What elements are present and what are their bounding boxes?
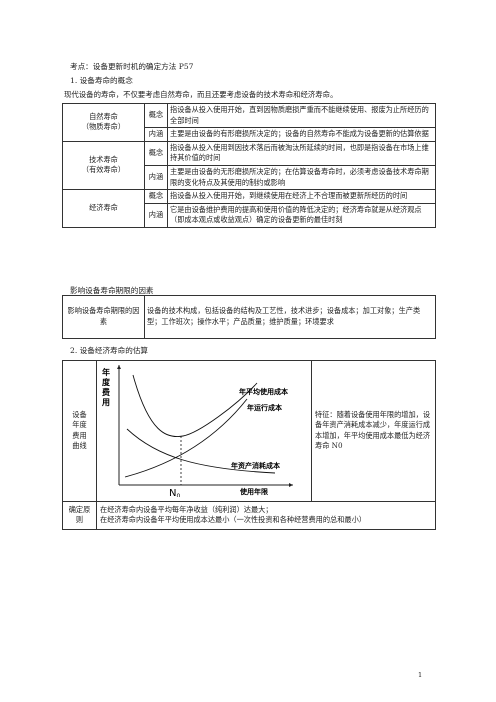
y-axis-label-char: 费: [102, 387, 110, 397]
series-label-run: 年运行成本: [247, 403, 282, 412]
curve-label: 设备年度费用曲线: [62, 360, 97, 502]
series-label-asset: 年资产消耗成本: [231, 461, 280, 470]
concept-label: 概念: [144, 140, 168, 166]
connotation-text: 主要是由设备的无形磨损所决定的；在估算设备寿命时，必须考虑设备技术寿命期限的变化…: [167, 164, 436, 191]
table-row: 设备年度费用曲线 年度费用 年平均使用成本 年运行成本 年资产消耗成本 N0: [62, 360, 436, 502]
running-cost-curve: [124, 398, 248, 478]
section1-text: 现代设备的寿命，不仅要考虑自然寿命，而且还要考虑设备的技术寿命和经济寿命。: [64, 90, 338, 99]
connotation-text: 主要是由设备的有形磨损所决定的；设备的自然寿命不能成为设备更新的估算依据: [167, 127, 436, 142]
features-text: 特征：随着设备使用年限的增加，设备年资产消耗成本减少，年度运行成本增加，年平均使…: [311, 360, 436, 502]
concept-label: 概念: [144, 189, 168, 204]
asset-cost-curve: [126, 428, 276, 474]
factors-heading: 影响设备寿命期限的因素: [70, 286, 154, 295]
annual-cost-chart: 年度费用 年平均使用成本 年运行成本 年资产消耗成本 N0 使用年限: [101, 365, 293, 500]
connotation-text: 它是由设备维护费用的提高和使用价值的降低决定的；经济寿命就是从经济观点（即成本观…: [167, 202, 436, 228]
section2-heading: 2. 设备经济寿命的估算: [70, 346, 149, 355]
table-row: 确定原则 在经济寿命内设备平均每年净收益（纯利润）达最大； 在经济寿命内设备年平…: [62, 500, 436, 530]
connotation-label: 内涵: [144, 202, 168, 228]
page-number: 1: [418, 671, 423, 679]
avg-cost-curve: [132, 374, 258, 438]
chart-cell: 年度费用 年平均使用成本 年运行成本 年资产消耗成本 N0 使用年限: [96, 360, 312, 502]
table-row: 经济寿命 概念 指设备从投入使用开始，到继续使用在经济上不合理而被更新所经历的时…: [62, 189, 436, 228]
connotation-label: 内涵: [144, 127, 168, 142]
concept-text: 指设备从投入使用到因技术落后而被淘汰所延续的时间，也即是指设备在市场上维持其价值…: [167, 140, 436, 166]
principle-label: 确定原则: [62, 500, 97, 530]
estimation-table: 设备年度费用曲线 年度费用 年平均使用成本 年运行成本 年资产消耗成本 N0: [62, 360, 436, 530]
connotation-label: 内涵: [144, 164, 168, 191]
table-row: 影响设备寿命期限的因素 设备的技术构成，包括设备的结构及工艺性，技术进步；设备成…: [62, 295, 436, 339]
topic-line: 考点：设备更新时机的确定方法 P57: [70, 62, 194, 71]
life-concept-table: 自然寿命 （物质寿命） 概念 指设备从投入使用开始，直到因物质磨损严重而不能继续…: [62, 102, 436, 228]
n0-label: N0: [169, 488, 180, 497]
y-axis-label-char: 用: [101, 398, 110, 407]
table-row: 内涵 主要是由设备的无形磨损所决定的；在估算设备寿命时，必须考虑设备技术寿命期限…: [63, 164, 436, 191]
y-axis-label-char: 年: [102, 367, 110, 377]
table-row: 技术寿命 （有效寿命） 概念 指设备从投入使用到因技术落后而被淘汰所延续的时间，…: [62, 140, 436, 191]
principle-text: 在经济寿命内设备平均每年净收益（纯利润）达最大； 在经济寿命内设备年平均使用成本…: [96, 500, 436, 530]
concept-text: 指设备从投入使用开始，到继续使用在经济上不合理而被更新所经历的时间: [167, 189, 436, 204]
table-row: 内涵 它是由设备维护费用的提高和使用价值的降低决定的；经济寿命就是从经济观点（即…: [63, 202, 436, 228]
factors-label: 影响设备寿命期限的因素: [62, 295, 145, 339]
x-axis-arrow: [289, 483, 293, 487]
concept-text: 指设备从投入使用开始，直到因物质磨损严重而不能继续使用、报废为止所经历的全部时间: [167, 102, 436, 129]
section1-heading: 1. 设备寿命的概念: [70, 76, 133, 85]
table-row: 自然寿命 （物质寿命） 概念 指设备从投入使用开始，直到因物质磨损严重而不能继续…: [62, 102, 436, 142]
life-name-economic: 经济寿命: [62, 189, 145, 228]
y-axis-label-char: 度: [102, 377, 111, 387]
y-axis-arrow: [117, 365, 121, 369]
life-name-technical: 技术寿命 （有效寿命）: [62, 140, 145, 191]
x-axis-label: 使用年限: [239, 487, 269, 496]
factors-table: 影响设备寿命期限的因素 设备的技术构成，包括设备的结构及工艺性，技术进步；设备成…: [62, 295, 436, 339]
y-axis-label: 年度费用: [101, 367, 111, 407]
concept-label: 概念: [144, 102, 168, 129]
life-name-natural: 自然寿命 （物质寿命）: [62, 103, 145, 142]
series-label-avg: 年平均使用成本: [239, 387, 288, 396]
factors-text: 设备的技术构成，包括设备的结构及工艺性，技术进步；设备成本；加工对象；生产类型；…: [144, 295, 436, 339]
